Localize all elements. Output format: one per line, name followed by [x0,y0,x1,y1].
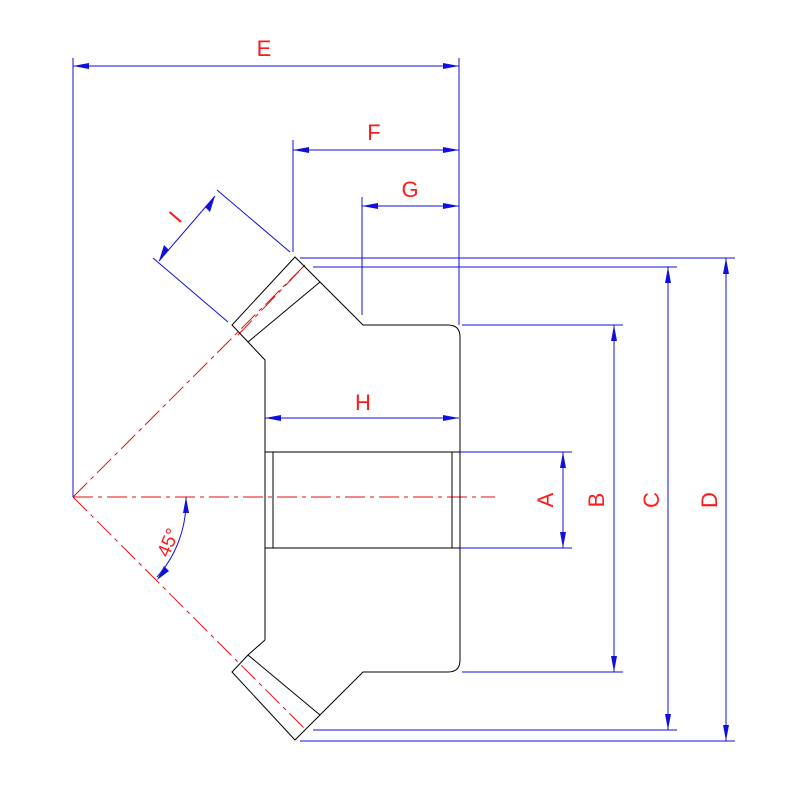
pitch-cone-line-upper [72,264,306,498]
dim-h-arrow-right [443,415,459,421]
dim-i-arrow-top [205,196,215,212]
upper-tooth-face-line [247,281,321,343]
bore-outline [264,451,461,549]
dimension-labels: E F G H A B C D I 45° [154,36,722,560]
label-a: A [533,492,558,507]
label-i: I [164,207,187,228]
dim-c-arrow-top [665,267,671,283]
dim-c-arrow-bottom [665,714,671,730]
ext-i-upper [216,189,291,253]
dim-g-arrow-left [362,203,378,209]
dimension-lines [73,63,729,741]
dim-e-arrow-left [73,63,89,69]
dim-f-arrow-right [443,147,459,153]
dim-i-arrow-bottom [159,245,169,261]
pitch-cone-line-lower [72,496,306,730]
dim-d-arrow-top [723,258,729,274]
dim-d-arrow-bottom [723,725,729,741]
dim-h-arrow-left [265,415,281,421]
dim-e-arrow-right [443,63,459,69]
label-c: C [639,492,664,508]
label-f: F [367,120,380,145]
label-angle-45: 45° [154,526,185,561]
dim-a-arrow-top [560,452,566,468]
label-h: H [355,390,371,415]
angle-arrow-top [183,497,189,513]
gear-outline [231,256,461,741]
dim-f-arrow-left [293,147,309,153]
lower-tooth-face-line [247,654,321,716]
dim-b-arrow-top [611,325,617,341]
label-d: D [697,492,722,508]
label-g: G [401,177,418,202]
extension-lines [72,58,735,742]
ext-i-lower [152,257,229,323]
label-b: B [584,493,609,508]
cone-upper-centerline [237,264,306,336]
label-e: E [257,36,272,61]
dim-b-arrow-bottom [611,656,617,672]
dim-a-arrow-bottom [560,532,566,548]
dim-g-arrow-right [443,203,459,209]
centerlines [72,264,495,730]
angle-arrow-bottom [157,566,169,580]
gear-body-outline [231,256,461,741]
